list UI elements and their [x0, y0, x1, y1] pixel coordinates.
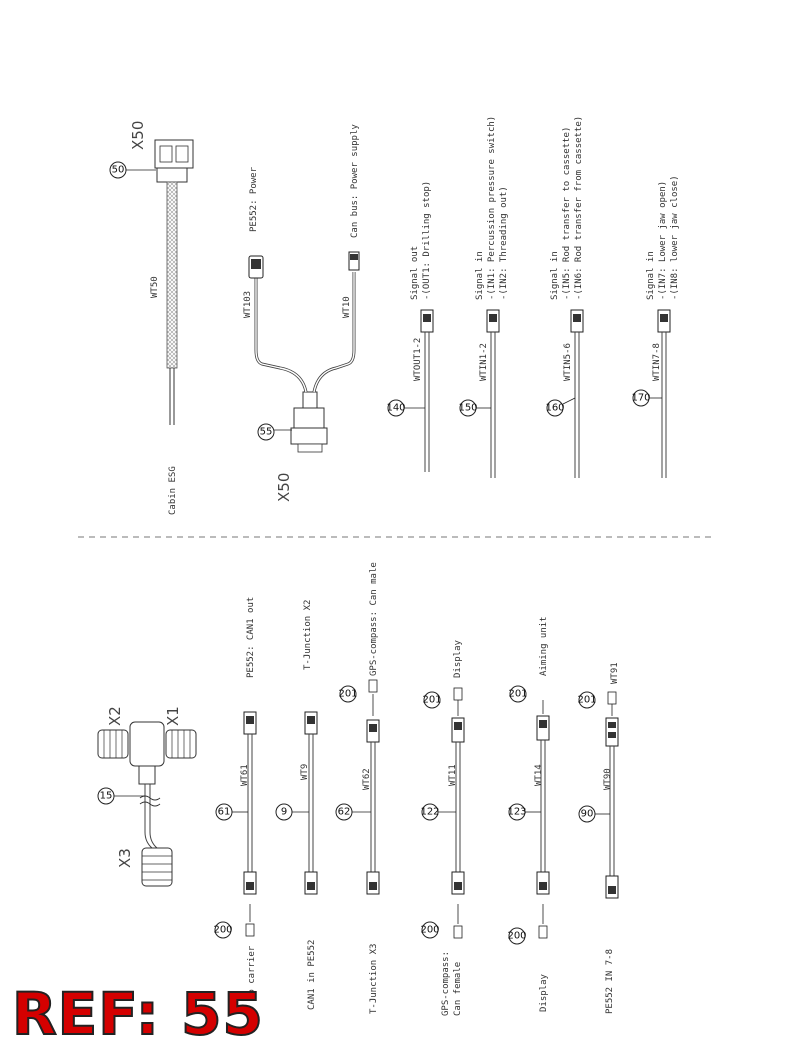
signal-150-line-1: Signal in — [475, 251, 485, 300]
cable-code-wt50: WT50 — [150, 276, 160, 298]
cable-123 — [508, 685, 550, 945]
item-number-55: 55 — [257, 423, 292, 441]
signal-cable-140 — [387, 309, 434, 472]
signal-170-line-2: -(IN7: Lower jaw open) — [658, 181, 668, 300]
port-label-x1: X1 — [164, 706, 182, 726]
cable-62 — [335, 679, 380, 895]
cable-123-left-label: Display — [539, 973, 549, 1012]
item-number-61: 61 — [218, 807, 231, 818]
item-number-201-d: 201 — [577, 695, 596, 706]
cable-9-right-label: T-Junction X2 — [303, 600, 313, 670]
svg-text:55: 55 — [260, 427, 273, 438]
cable-122-left-label-2: Can female — [453, 962, 463, 1016]
cable-code-wt11: WT11 — [448, 764, 458, 786]
t-junction — [97, 721, 197, 887]
item-number-201-b: 201 — [422, 695, 441, 706]
item-number-160: 160 — [545, 403, 564, 414]
cable-code-wt103: WT103 — [243, 291, 253, 318]
item-number-200-c: 200 — [507, 931, 526, 942]
signal-140-line-1: Signal out — [410, 246, 420, 300]
item-number-62: 62 — [338, 807, 351, 818]
item-number-122: 122 — [420, 807, 439, 818]
signal-160-line-3: -(IN6: Rod transfer from cassette) — [574, 116, 584, 300]
signal-140-line-2: -(OUT1: Drilling stop) — [422, 181, 432, 300]
connector-label-x50-cabin: X50 — [129, 121, 147, 150]
cable-code-wt14: WT14 — [534, 764, 544, 786]
cable-code-wtin5-6: WTIN5-6 — [563, 343, 573, 381]
cable-122 — [421, 687, 465, 939]
cable-code-wt9: WT9 — [300, 764, 310, 780]
cabin-esg-label: Cabin ESG — [168, 466, 178, 515]
cable-code-wtout1-2: WTOUT1-2 — [413, 338, 423, 381]
signal-150-line-2: -(IN1: Percussion pressure switch) — [487, 116, 497, 300]
cable-code-wt61: WT61 — [240, 764, 250, 786]
item-number-50: 50 — [109, 161, 156, 179]
cable-90-left-label: PE552 IN 7-8 — [605, 949, 615, 1014]
item-number-123: 123 — [507, 807, 526, 818]
item-number-15: 15 — [100, 791, 113, 802]
y-harness — [248, 251, 360, 453]
cable-122-right-label: Display — [453, 639, 463, 678]
signal-cable-160 — [546, 309, 584, 478]
item-number-200-b: 200 — [420, 925, 439, 936]
cable-code-wt62: WT62 — [362, 768, 372, 790]
signal-cable-150 — [459, 309, 500, 478]
item-number-200-a: 200 — [213, 925, 232, 936]
signal-160-line-2: -(IN5: Rod transfer to cassette) — [562, 127, 572, 300]
ref-label: REF: 55 — [11, 980, 264, 1048]
cable-90 — [578, 691, 619, 899]
cabin-esg-cable — [154, 139, 194, 425]
cable-123-right-label: Aiming unit — [539, 616, 549, 676]
port-label-x3: X3 — [116, 848, 134, 868]
cable-62-right-label: GPS-compass: Can male — [369, 562, 379, 676]
cable-code-wt91: WT91 — [610, 662, 620, 684]
item-number-201-a: 201 — [338, 689, 357, 700]
cable-61-right-label: PE552: CAN1 out — [246, 597, 256, 678]
cable-9-left-label: CAN1 in PE552 — [307, 940, 317, 1010]
signal-170-line-1: Signal in — [646, 251, 656, 300]
cable-code-wtin1-2: WTIN1-2 — [479, 343, 489, 381]
cable-code-wt90: WT90 — [603, 768, 613, 790]
cable-62-left-label: T-Junction X3 — [369, 944, 379, 1014]
branch-desc-power: PE552: Power — [249, 166, 259, 232]
port-label-x2: X2 — [106, 706, 124, 726]
svg-text:50: 50 — [112, 165, 125, 176]
item-number-9: 9 — [281, 807, 287, 818]
item-number-170: 170 — [631, 393, 650, 404]
cable-61-left-label: To carrier — [247, 945, 257, 1000]
cable-122-left-label-1: GPS-compass: — [441, 951, 451, 1016]
cable-9 — [275, 711, 318, 895]
item-number-201-c: 201 — [508, 689, 527, 700]
signal-170-line-3: -(IN8: lower jaw close) — [670, 175, 680, 300]
cable-code-wt10: WT10 — [342, 296, 352, 318]
item-number-140: 140 — [386, 403, 405, 414]
item-number-90: 90 — [581, 809, 594, 820]
item-number-150: 150 — [458, 403, 477, 414]
connector-label-x50-harness: X50 — [275, 473, 293, 502]
signal-150-line-3: -(IN2: Threading out) — [499, 186, 509, 300]
signal-160-line-1: Signal in — [550, 251, 560, 300]
cable-61 — [214, 711, 257, 939]
signal-cable-170 — [632, 309, 671, 478]
branch-desc-canbus: Can bus: Power supply — [350, 124, 360, 238]
cable-code-wtin7-8: WTIN7-8 — [652, 343, 662, 381]
